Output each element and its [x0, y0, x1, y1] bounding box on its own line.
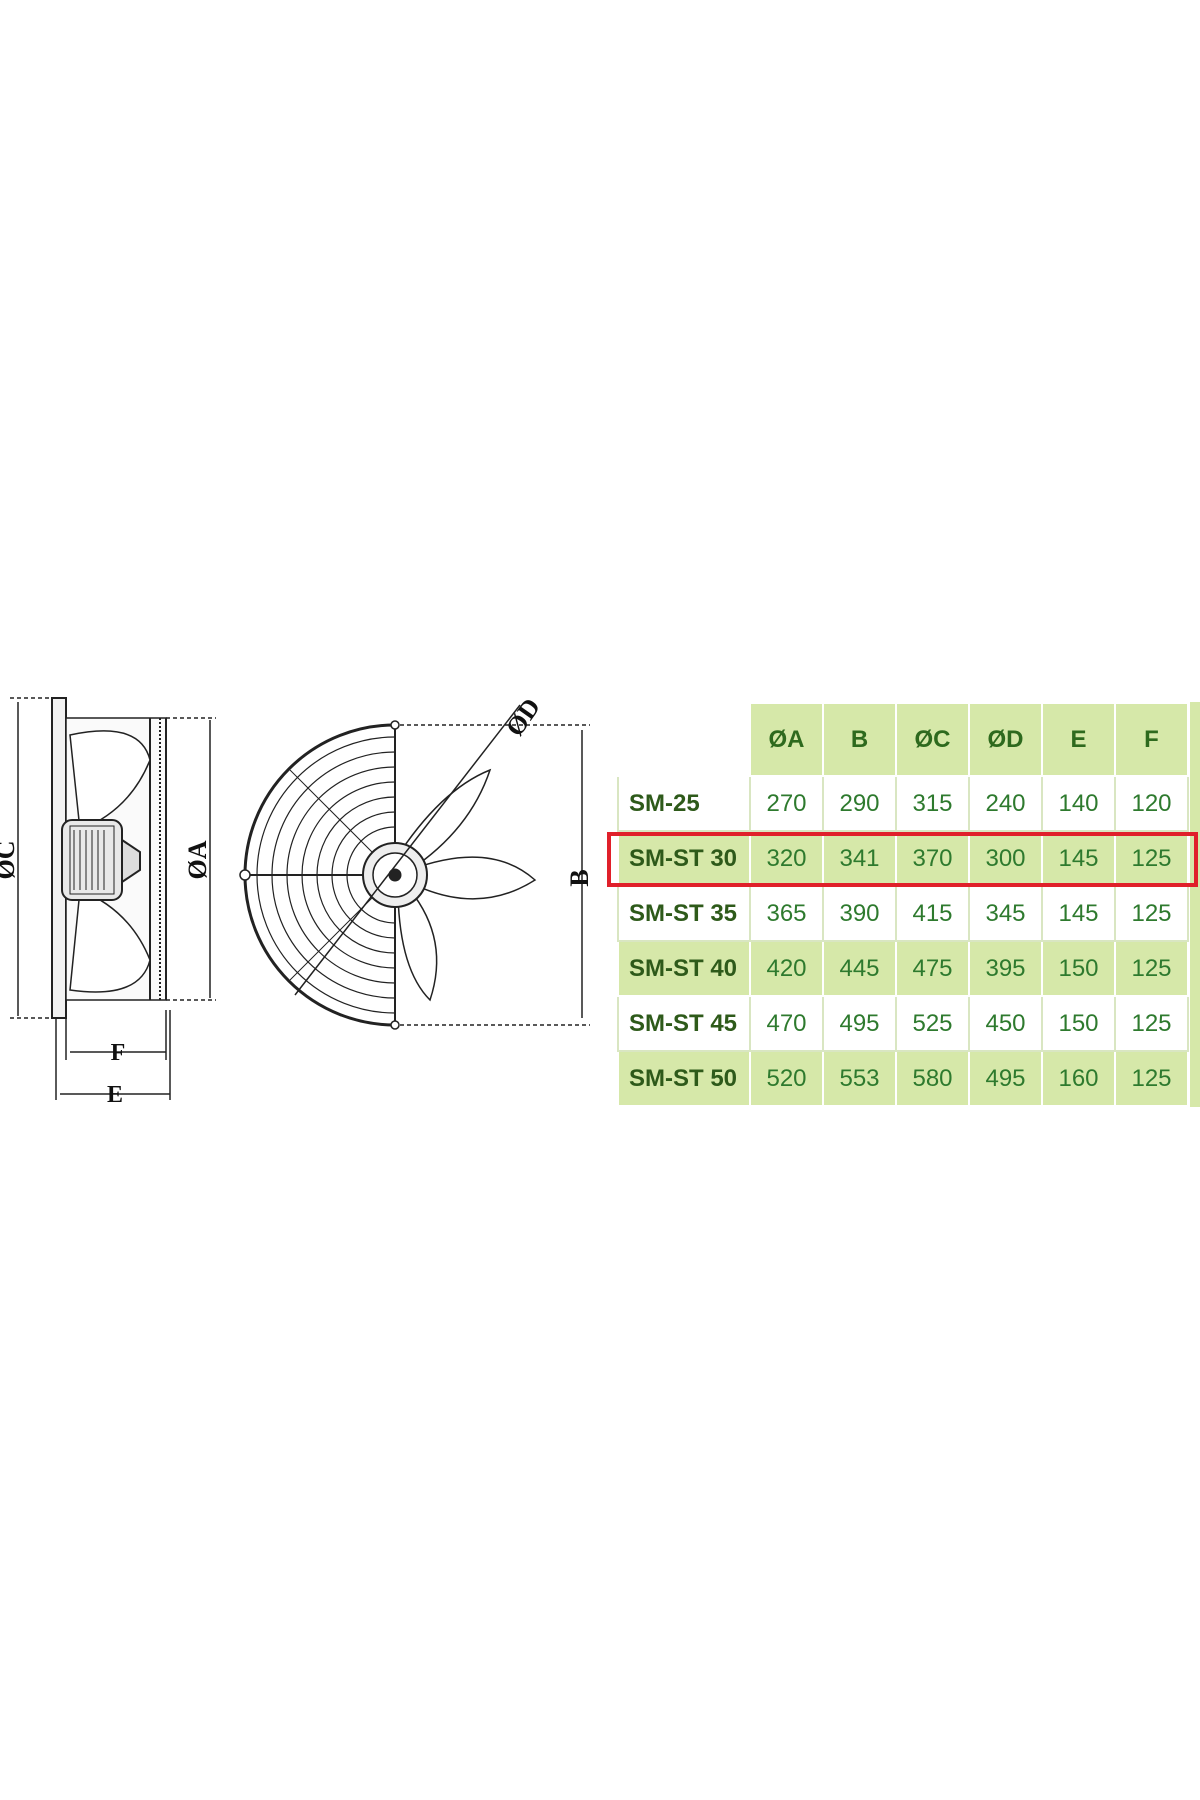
table-row: SM-ST 35 365 390 415 345 145 125: [617, 885, 1189, 942]
front-dimensions: [294, 704, 590, 1026]
header-blank: [617, 702, 751, 777]
cell-dia-a: 520: [749, 1050, 824, 1107]
cell-dia-d: 395: [968, 940, 1043, 997]
cell-e: 160: [1041, 1050, 1116, 1107]
cell-dia-d: 300: [968, 830, 1043, 887]
cell-dia-a: 365: [749, 885, 824, 942]
e-label: E: [107, 1082, 123, 1108]
model-name: SM-ST 35: [617, 885, 751, 942]
f-label: F: [111, 1040, 126, 1066]
cell-e: 145: [1041, 885, 1116, 942]
table-edge-strip: [1190, 702, 1200, 1107]
cell-f: 125: [1114, 940, 1189, 997]
cell-dia-c: 415: [895, 885, 970, 942]
table-row: SM-ST 50 520 553 580 495 160 125: [617, 1050, 1189, 1107]
cell-dia-c: 580: [895, 1050, 970, 1107]
fan-front-view: [239, 720, 537, 1030]
cell-dia-a: 470: [749, 995, 824, 1052]
cell-b: 495: [822, 995, 897, 1052]
cell-b: 390: [822, 885, 897, 942]
header-e: E: [1041, 702, 1116, 777]
dia-c-label: ØC: [0, 841, 20, 880]
cell-b: 290: [822, 775, 897, 832]
dia-d-label: ØD: [500, 693, 546, 742]
cell-dia-c: 525: [895, 995, 970, 1052]
model-name: SM-25: [617, 775, 751, 832]
cell-f: 125: [1114, 995, 1189, 1052]
cell-dia-a: 320: [749, 830, 824, 887]
cell-dia-a: 420: [749, 940, 824, 997]
table-row: SM-ST 30 320 341 370 300 145 125: [617, 830, 1189, 887]
cell-dia-d: 495: [968, 1050, 1043, 1107]
table-row: SM-ST 45 470 495 525 450 150 125: [617, 995, 1189, 1052]
cell-dia-d: 450: [968, 995, 1043, 1052]
cell-e: 150: [1041, 940, 1116, 997]
model-name: SM-ST 50: [617, 1050, 751, 1107]
header-dia-c: ØC: [895, 702, 970, 777]
cell-dia-d: 345: [968, 885, 1043, 942]
header-f: F: [1114, 702, 1189, 777]
side-dimensions: [10, 697, 216, 1100]
cell-e: 140: [1041, 775, 1116, 832]
table-row: SM-25 270 290 315 240 140 120: [617, 775, 1189, 832]
table-row: SM-ST 40 420 445 475 395 150 125: [617, 940, 1189, 997]
table-header-row: ØA B ØC ØD E F: [617, 702, 1189, 777]
header-dia-d: ØD: [968, 702, 1043, 777]
cell-f: 125: [1114, 1050, 1189, 1107]
cell-e: 150: [1041, 995, 1116, 1052]
cell-dia-c: 370: [895, 830, 970, 887]
b-label: B: [565, 869, 594, 886]
cell-b: 341: [822, 830, 897, 887]
header-dia-a: ØA: [749, 702, 824, 777]
cell-e: 145: [1041, 830, 1116, 887]
model-name: SM-ST 45: [617, 995, 751, 1052]
cell-f: 125: [1114, 830, 1189, 887]
cell-dia-d: 240: [968, 775, 1043, 832]
model-name: SM-ST 30: [617, 830, 751, 887]
cell-dia-c: 475: [895, 940, 970, 997]
cell-f: 125: [1114, 885, 1189, 942]
cell-f: 120: [1114, 775, 1189, 832]
fan-technical-drawing: ØC ØA F E ØD B: [0, 693, 594, 1108]
model-name: SM-ST 40: [617, 940, 751, 997]
header-b: B: [822, 702, 897, 777]
cell-dia-c: 315: [895, 775, 970, 832]
dia-a-label: ØA: [183, 840, 212, 879]
cell-b: 445: [822, 940, 897, 997]
fan-side-view: [51, 697, 167, 1019]
cell-dia-a: 270: [749, 775, 824, 832]
dimension-table: ØA B ØC ØD E F SM-25 270 290 315 240 140…: [617, 702, 1189, 1107]
cell-b: 553: [822, 1050, 897, 1107]
highlighted-row-frame: [607, 832, 1198, 887]
